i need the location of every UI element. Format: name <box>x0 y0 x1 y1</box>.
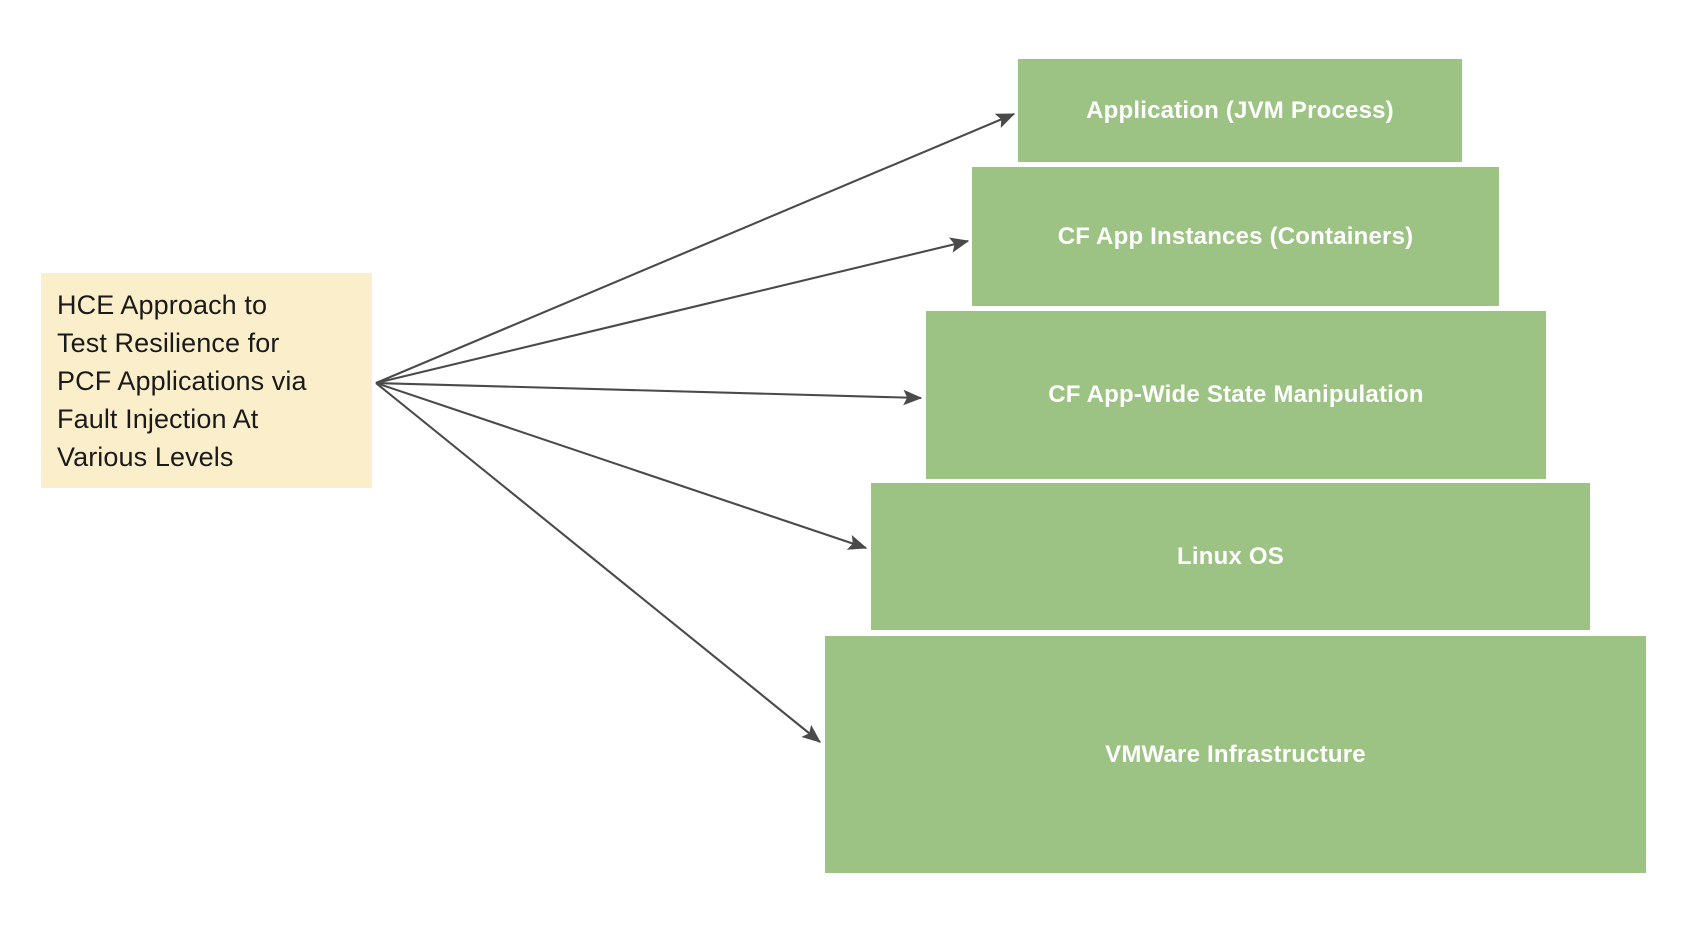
layer-node-cf-app-instances[interactable]: CF App Instances (Containers) <box>972 167 1499 306</box>
source-node-hce-approach[interactable]: HCE Approach to Test Resilience for PCF … <box>41 273 372 488</box>
layer-node-cf-app-wide-state[interactable]: CF App-Wide State Manipulation <box>926 311 1546 479</box>
layer-node-linux-os[interactable]: Linux OS <box>871 483 1590 630</box>
source-node-label: HCE Approach to Test Resilience for PCF … <box>57 289 307 472</box>
layer-node-label-cf-app-wide-state: CF App-Wide State Manipulation <box>1048 381 1424 408</box>
layer-node-application[interactable]: Application (JVM Process) <box>1018 59 1462 162</box>
edge-to-application <box>375 113 1016 384</box>
layer-node-label-linux-os: Linux OS <box>1177 542 1284 570</box>
layer-node-label-vmware-infrastructure: VMWare Infrastructure <box>1105 740 1366 768</box>
layer-node-label-application: Application (JVM Process) <box>1086 96 1394 124</box>
layer-node-label-cf-app-instances: CF App Instances (Containers) <box>1057 222 1414 250</box>
edge-to-vmware-infrastructure <box>375 382 821 743</box>
layer-node-vmware-infrastructure[interactable]: VMWare Infrastructure <box>825 636 1646 873</box>
edge-to-cf-app-wide-state <box>375 381 923 406</box>
edge-to-cf-app-instances <box>375 237 970 385</box>
edge-to-linux-os <box>375 382 868 550</box>
